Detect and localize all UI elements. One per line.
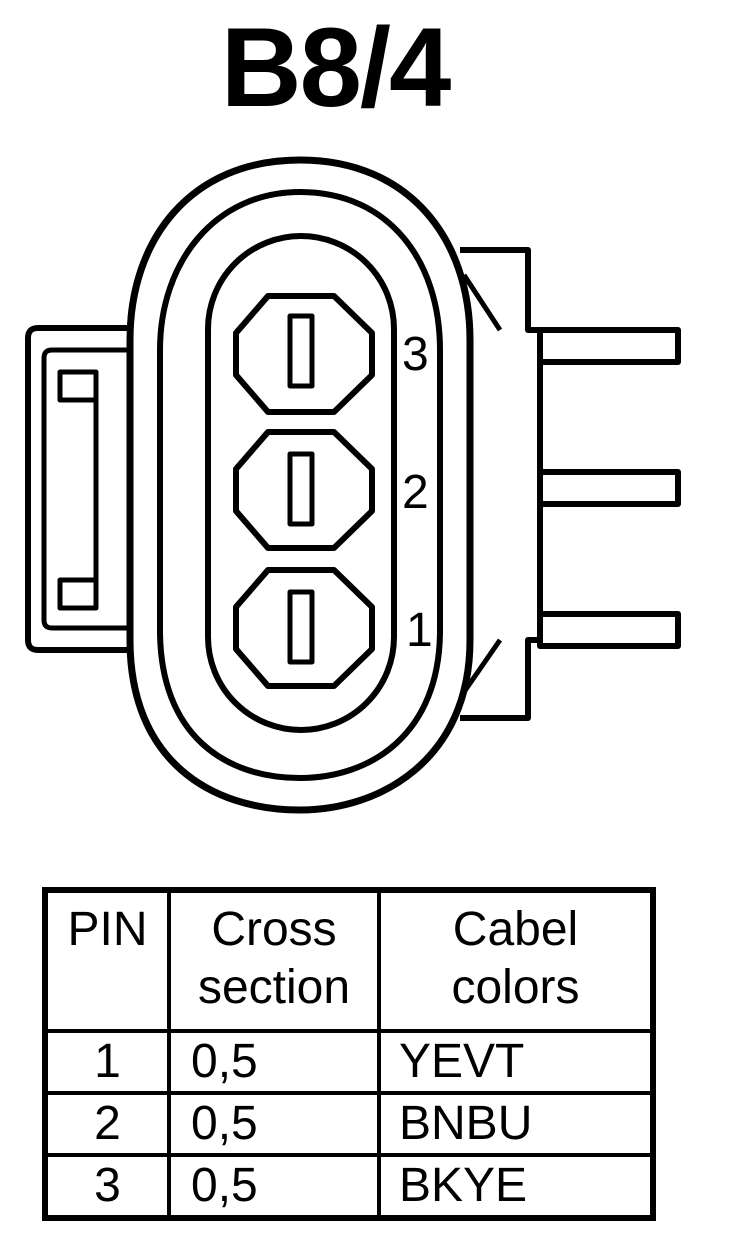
- cell-cross-section: 0,5: [167, 1153, 381, 1220]
- cell-pin: 2: [43, 1091, 171, 1157]
- latch-top-tab: [57, 369, 99, 403]
- connector-outer-body: [126, 156, 474, 814]
- pin-cavity: [205, 233, 397, 733]
- diagram-title: B8/4: [220, 5, 452, 130]
- pin-slot-3: [287, 313, 315, 389]
- connector-middle-ring: [157, 189, 443, 781]
- pin-socket-2: [233, 429, 375, 551]
- cell-cable-color: BKYE: [377, 1153, 655, 1220]
- left-latch: [25, 325, 150, 653]
- pin-label-2: 2: [402, 466, 429, 519]
- cell-cross-section: 0,5: [167, 1091, 381, 1157]
- latch-bottom-tab: [57, 577, 99, 611]
- cell-pin: 3: [43, 1153, 171, 1220]
- table-row: 3 0,5 BKYE: [43, 1153, 655, 1220]
- cell-cross-section: 0,5: [167, 1029, 381, 1095]
- header-pin: PIN: [43, 888, 171, 1033]
- table-row: 1 0,5 YEVT: [43, 1029, 655, 1095]
- cell-cable-color: YEVT: [377, 1029, 655, 1095]
- table-row: 2 0,5 BNBU: [43, 1091, 655, 1157]
- right-housing-step: [461, 273, 503, 694]
- pin-slot-1: [287, 589, 315, 665]
- connector-diagram: 3 2 1: [25, 156, 681, 814]
- cell-cable-color: BNBU: [377, 1091, 655, 1157]
- terminal-1: [537, 611, 681, 649]
- pin-slot-2: [287, 451, 315, 527]
- cell-pin: 1: [43, 1029, 171, 1095]
- terminal-3: [537, 327, 681, 365]
- terminal-2: [537, 469, 681, 507]
- pin-socket-3: [233, 293, 375, 415]
- pin-label-1: 1: [406, 604, 433, 657]
- pin-label-3: 3: [402, 328, 429, 381]
- left-latch-inner: [41, 347, 152, 631]
- pin-socket-1: [233, 567, 375, 689]
